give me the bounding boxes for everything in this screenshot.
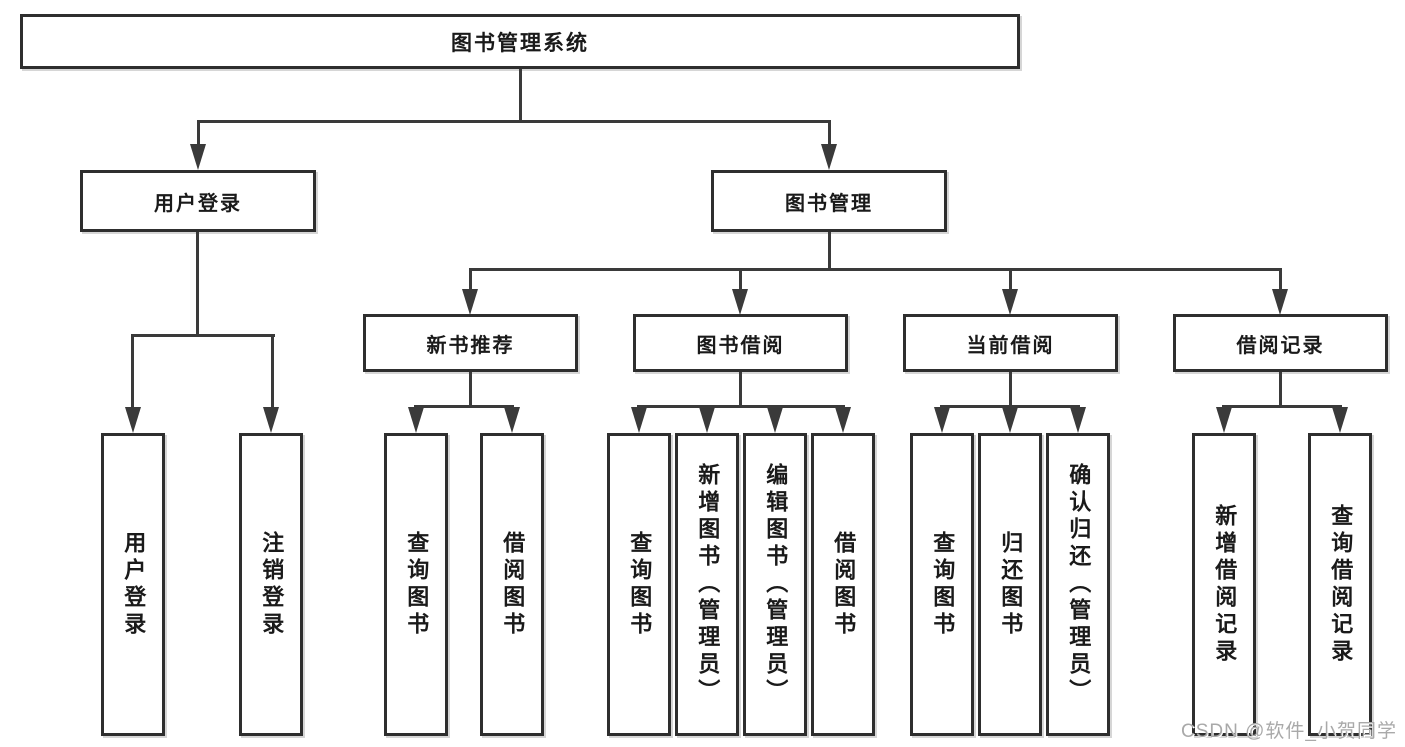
connector-group-bar <box>637 405 845 408</box>
arrow-down-icon <box>767 407 783 433</box>
leaf-borrowing-add-books-admin: 新增图书（管理员） <box>675 433 739 736</box>
watermark: CSDN @软件_小贺同学 <box>1181 721 1397 742</box>
node-root: 图书管理系统 <box>20 14 1020 69</box>
arrow-down-icon <box>1216 407 1232 433</box>
leaf-borrowing-edit-books-admin-label: 编辑图书（管理员） <box>763 463 789 706</box>
arrow-down-icon <box>1002 289 1018 315</box>
connector-level2-bar <box>197 120 831 123</box>
connector-stub <box>197 120 200 148</box>
node-borrow-records-label: 借阅记录 <box>1236 334 1325 357</box>
node-new-book-recommend: 新书推荐 <box>363 314 578 372</box>
connector-group-drop <box>1279 372 1282 407</box>
arrow-down-icon <box>1332 407 1348 433</box>
connector-stub <box>1279 268 1282 292</box>
leaf-current-query-books: 查询图书 <box>910 433 974 736</box>
arrow-down-icon <box>732 289 748 315</box>
arrow-down-icon <box>504 407 520 433</box>
leaf-user-login: 用户登录 <box>101 433 165 736</box>
arrow-down-icon <box>835 407 851 433</box>
node-book-borrowing-label: 图书借阅 <box>696 334 785 357</box>
arrow-down-icon <box>1272 289 1288 315</box>
node-borrow-records: 借阅记录 <box>1173 314 1388 372</box>
leaf-borrowing-add-books-admin-label: 新增图书（管理员） <box>695 463 721 706</box>
node-new-book-recommend-label: 新书推荐 <box>426 334 515 357</box>
connector-stub <box>828 120 831 148</box>
connector-group-bar <box>414 405 514 408</box>
connector-root-drop <box>519 69 522 122</box>
connector-stub <box>739 268 742 292</box>
leaf-current-confirm-return-admin-label: 确认归还（管理员） <box>1066 463 1092 706</box>
connector-user-login-drop <box>196 232 199 336</box>
leaf-borrowing-query-books: 查询图书 <box>607 433 671 736</box>
leaf-current-confirm-return-admin: 确认归还（管理员） <box>1046 433 1110 736</box>
connector-book-management-drop <box>828 232 831 270</box>
connector-stub <box>469 268 472 292</box>
node-book-management: 图书管理 <box>711 170 947 232</box>
leaf-user-login-label: 用户登录 <box>121 530 147 639</box>
connector-stub <box>1009 268 1012 292</box>
leaf-borrowing-edit-books-admin: 编辑图书（管理员） <box>743 433 807 736</box>
node-book-borrowing: 图书借阅 <box>633 314 848 372</box>
leaf-recommend-query-books-label: 查询图书 <box>404 530 430 639</box>
connector-stub <box>131 334 134 408</box>
arrow-down-icon <box>1002 407 1018 433</box>
connector-stub <box>271 334 274 408</box>
node-user-login-label: 用户登录 <box>154 192 242 215</box>
leaf-current-return-books-label: 归还图书 <box>998 530 1024 639</box>
leaf-borrowing-query-books-label: 查询图书 <box>627 530 653 639</box>
connector-group-drop <box>469 372 472 407</box>
leaf-current-query-books-label: 查询图书 <box>930 530 956 639</box>
leaf-current-return-books: 归还图书 <box>978 433 1042 736</box>
leaf-borrowing-borrow-books: 借阅图书 <box>811 433 875 736</box>
node-book-management-label: 图书管理 <box>785 192 873 215</box>
leaf-records-query-borrow-record-label: 查询借阅记录 <box>1328 503 1354 666</box>
arrow-down-icon <box>263 407 279 433</box>
arrow-down-icon <box>462 289 478 315</box>
connector-group-bar <box>940 405 1080 408</box>
leaf-recommend-borrow-books: 借阅图书 <box>480 433 544 736</box>
leaf-records-query-borrow-record: 查询借阅记录 <box>1308 433 1372 736</box>
leaf-borrowing-borrow-books-label: 借阅图书 <box>831 530 857 639</box>
arrow-down-icon <box>408 407 424 433</box>
arrow-down-icon <box>1070 407 1086 433</box>
arrow-down-icon <box>699 407 715 433</box>
node-current-borrowing-label: 当前借阅 <box>966 334 1055 357</box>
arrow-down-icon <box>821 144 837 170</box>
leaf-recommend-query-books: 查询图书 <box>384 433 448 736</box>
connector-user-login-bar <box>131 334 275 337</box>
leaf-recommend-borrow-books-label: 借阅图书 <box>500 530 526 639</box>
arrow-down-icon <box>125 407 141 433</box>
connector-group-drop <box>739 372 742 407</box>
leaf-logout-label: 注销登录 <box>259 530 285 639</box>
arrow-down-icon <box>631 407 647 433</box>
node-current-borrowing: 当前借阅 <box>903 314 1118 372</box>
arrow-down-icon <box>190 144 206 170</box>
node-user-login: 用户登录 <box>80 170 316 232</box>
leaf-records-add-borrow-record-label: 新增借阅记录 <box>1212 503 1238 666</box>
leaf-records-add-borrow-record: 新增借阅记录 <box>1192 433 1256 736</box>
leaf-logout: 注销登录 <box>239 433 303 736</box>
connector-level3-bar <box>469 268 1282 271</box>
arrow-down-icon <box>934 407 950 433</box>
connector-group-bar <box>1222 405 1342 408</box>
node-root-label: 图书管理系统 <box>451 31 589 55</box>
connector-group-drop <box>1009 372 1012 407</box>
